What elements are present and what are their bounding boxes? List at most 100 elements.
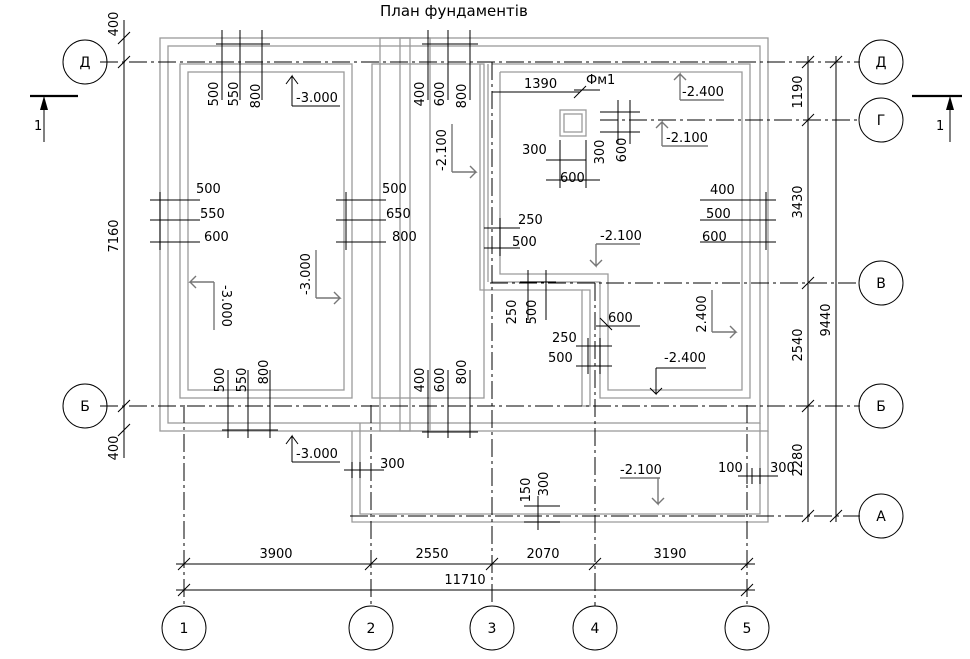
dim-250-column: 250 <box>552 331 577 346</box>
axis-label-1: 1 <box>180 621 189 637</box>
axis-label-4: 4 <box>591 621 600 637</box>
axis-markers-left: Д Б <box>62 39 108 429</box>
axis-label-d-left: Д <box>80 55 91 71</box>
dim-500-column: 500 <box>548 351 573 366</box>
level-m2100-g: -2.100 <box>666 131 708 146</box>
dim-100-lower: 100 <box>718 461 743 476</box>
dim-1390: 1390 <box>524 77 557 92</box>
level-m2100-lower: -2.100 <box>620 463 662 478</box>
dim-offset-bottom: 400 <box>107 436 122 461</box>
level-v3000-left: -3.000 <box>218 285 233 327</box>
dim-axis-3-4: 2070 <box>526 547 559 562</box>
wall-dims-partition: 250 500 250 500 <box>484 213 556 324</box>
wall-dims-room1-left: 500 550 600 <box>150 182 229 250</box>
dim-600-fm1-h: 600 <box>560 171 585 186</box>
axis-markers-right: Д Г В Б А <box>858 39 904 539</box>
right-dimensions: 1190 3430 2540 2280 9440 <box>791 55 843 523</box>
dim-axis-4-5: 3190 <box>653 547 686 562</box>
section-mark-left: 1 <box>30 94 78 142</box>
dim-800-top: 800 <box>249 84 264 109</box>
wall-dims-lower: 300 150 300 100 300 <box>344 457 795 530</box>
dim-offset-top: 400 <box>107 12 122 37</box>
dim-300-lower-left: 300 <box>380 457 405 472</box>
dim-axis-1-2: 3900 <box>259 547 292 562</box>
dim-250-partition: 250 <box>518 213 543 228</box>
dim-400-right-wall: 400 <box>710 183 735 198</box>
axis-bubble-1 <box>161 605 207 651</box>
dim-400-mid-top: 400 <box>413 82 428 107</box>
axis-label-3: 3 <box>488 621 497 637</box>
left-dimensions: 7160 400 400 <box>107 12 131 461</box>
dim-300-lower-right: 300 <box>770 461 795 476</box>
wall-dims-middle-bottom: 400 600 800 <box>413 360 478 438</box>
dim-800-mid-bottom: 800 <box>455 360 470 385</box>
dim-500-right-wall: 500 <box>706 207 731 222</box>
dim-300-fm1-h: 300 <box>522 143 547 158</box>
axis-bubble-2 <box>348 605 394 651</box>
wall-dims-column: 250 500 600 <box>548 311 640 374</box>
axis-label-a: А <box>876 509 886 525</box>
axis-label-b-right: Б <box>876 399 886 415</box>
dim-800-bottom: 800 <box>257 360 272 385</box>
axis-label-d-right: Д <box>876 55 887 71</box>
section-number-left: 1 <box>34 119 42 134</box>
axis-bubble-v <box>858 260 904 306</box>
dim-150-lower: 150 <box>519 478 534 503</box>
dim-500-bottom: 500 <box>213 368 228 393</box>
axis-label-b-left: Б <box>80 399 90 415</box>
dim-total-depth: 9440 <box>819 303 834 336</box>
dim-g-v: 3430 <box>791 185 806 218</box>
dim-800-mid-top: 800 <box>455 84 470 109</box>
level-m2400-top: -2.400 <box>682 85 724 100</box>
drawing-title: План фундаментів <box>380 2 528 20</box>
dim-550-bottom: 550 <box>235 368 250 393</box>
level-m2400-bottom: -2.400 <box>664 351 706 366</box>
axis-bubble-d-right <box>858 39 904 85</box>
dim-1390-group: 1390 <box>492 77 587 99</box>
level-m3000-top: -3.000 <box>296 91 338 106</box>
axis-bubble-5 <box>724 605 770 651</box>
dim-500-left: 500 <box>196 182 221 197</box>
section-number-right: 1 <box>936 119 944 134</box>
dim-d-g: 1190 <box>791 75 806 108</box>
wall-dims-middle-top: 400 600 800 <box>413 30 478 108</box>
dim-600-mid-bottom: 600 <box>433 368 448 393</box>
dim-600-right-wall: 600 <box>702 230 727 245</box>
dim-550-top: 550 <box>227 82 242 107</box>
dim-650-right: 650 <box>386 207 411 222</box>
axis-label-g: Г <box>877 113 886 129</box>
wall-dims-room1-bottom: 500 550 800 <box>213 360 278 438</box>
dim-600-fm1-v: 600 <box>615 138 630 163</box>
axis-lines <box>100 61 860 606</box>
dim-800-right: 800 <box>392 230 417 245</box>
wall-dims-room1-right: 500 650 800 <box>336 182 417 250</box>
foundation-walls <box>159 37 769 523</box>
dim-b-d-left: 7160 <box>107 219 122 252</box>
axis-bubble-b-left <box>62 383 108 429</box>
dim-500-right: 500 <box>382 182 407 197</box>
dim-550-left: 550 <box>200 207 225 222</box>
dim-500-partition: 500 <box>512 235 537 250</box>
axis-bubble-b-right <box>858 383 904 429</box>
dim-500-top: 500 <box>207 82 222 107</box>
dim-250-v: 250 <box>505 300 520 325</box>
wall-dims-right-room-right: 400 500 600 <box>700 183 776 250</box>
footing-fm1-dims: Фм1 300 600 300 600 <box>522 73 640 188</box>
axis-label-v: В <box>876 276 886 292</box>
dim-400-mid-bottom: 400 <box>413 368 428 393</box>
level-marks: -3.000 -3.000 -2.400 -2.100 -2.100 -2.40… <box>188 72 738 506</box>
axis-label-5: 5 <box>743 621 752 637</box>
axis-markers-bottom: 1 2 3 4 5 <box>161 605 770 651</box>
level-v3000-room1: -3.000 <box>299 253 314 295</box>
dim-600-column: 600 <box>608 311 633 326</box>
dim-500-v: 500 <box>525 300 540 325</box>
axis-bubble-a <box>858 493 904 539</box>
dim-axis-2-3: 2550 <box>415 547 448 562</box>
wall-dims-room1-top: 500 550 800 <box>207 30 270 108</box>
axis-bubble-d-left <box>62 39 108 85</box>
dim-v-b: 2540 <box>791 328 806 361</box>
dim-b-a: 2280 <box>791 443 806 476</box>
level-m2100-mid: -2.100 <box>435 129 450 171</box>
dim-300-fm1-v: 300 <box>593 140 608 165</box>
